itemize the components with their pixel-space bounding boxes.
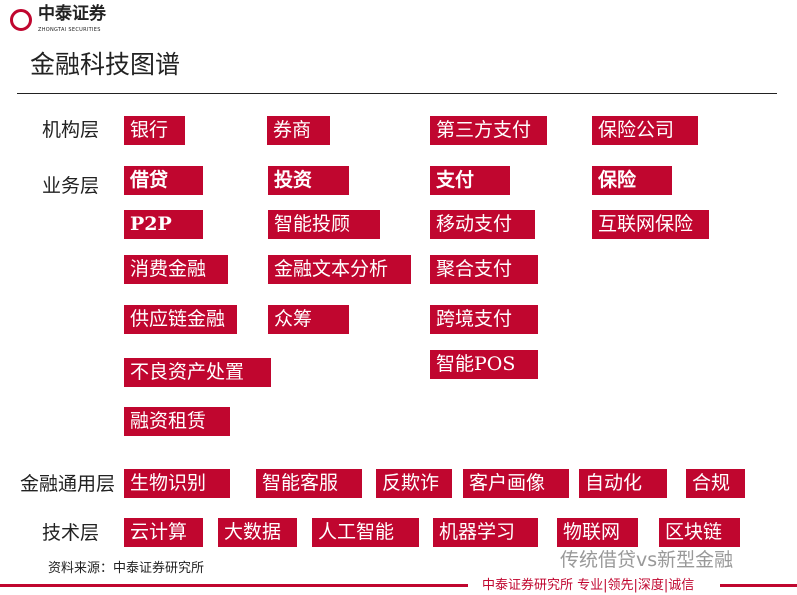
item-broker: 券商 [267,116,330,145]
item-text-analysis: 金融文本分析 [268,255,411,284]
logo-icon [10,9,32,31]
item-mobile-pay: 移动支付 [430,210,535,239]
item-internet-insurance: 互联网保险 [592,210,709,239]
layer-label-general: 金融通用层 [20,473,116,495]
item-compliance: 合规 [686,469,745,498]
watermark: 传统借贷vs新型金融 [560,549,734,571]
item-robo-advisor: 智能投顾 [268,210,380,239]
item-anti-fraud: 反欺诈 [376,469,452,498]
layer-label-tech: 技术层 [42,522,100,544]
source-note: 资料来源：中泰证券研究所 [48,561,205,576]
item-iot: 物联网 [557,518,638,547]
footer-line [720,584,797,587]
item-insurer: 保险公司 [592,116,698,145]
footer-slogan: 中泰证券研究所 专业|领先|深度|诚信 [482,578,695,593]
divider [17,93,777,94]
item-supply-chain: 供应链金融 [124,305,237,334]
item-consumer-finance: 消费金融 [124,255,228,284]
item-lending: 借贷 [124,166,203,195]
item-cloud: 云计算 [124,518,203,547]
item-ml: 机器学习 [433,518,538,547]
page-title: 金融科技图谱 [30,50,181,79]
item-third-party-pay: 第三方支付 [430,116,547,145]
item-bank: 银行 [124,116,185,145]
item-automation: 自动化 [579,469,667,498]
layer-label-institution: 机构层 [42,119,100,141]
layer-label-business: 业务层 [42,175,100,197]
logo-name: 中泰证券 [38,4,106,24]
item-big-data: 大数据 [218,518,297,547]
footer-line [0,584,468,587]
item-blockchain: 区块链 [659,518,740,547]
item-aggregate-pay: 聚合支付 [430,255,538,284]
item-leasing: 融资租赁 [124,407,230,436]
item-npl: 不良资产处置 [124,358,271,387]
item-smart-cs: 智能客服 [256,469,362,498]
item-profiling: 客户画像 [463,469,569,498]
item-smart-pos: 智能POS [430,350,538,379]
item-investment: 投资 [268,166,349,195]
item-insurance: 保险 [592,166,672,195]
item-p2p: P2P [124,210,203,239]
item-payment: 支付 [430,166,510,195]
item-biometrics: 生物识别 [124,469,230,498]
item-cross-border: 跨境支付 [430,305,538,334]
item-ai: 人工智能 [312,518,419,547]
item-crowdfunding: 众筹 [268,305,349,334]
logo-sub: ZHONGTAI SECURITIES [38,27,101,33]
